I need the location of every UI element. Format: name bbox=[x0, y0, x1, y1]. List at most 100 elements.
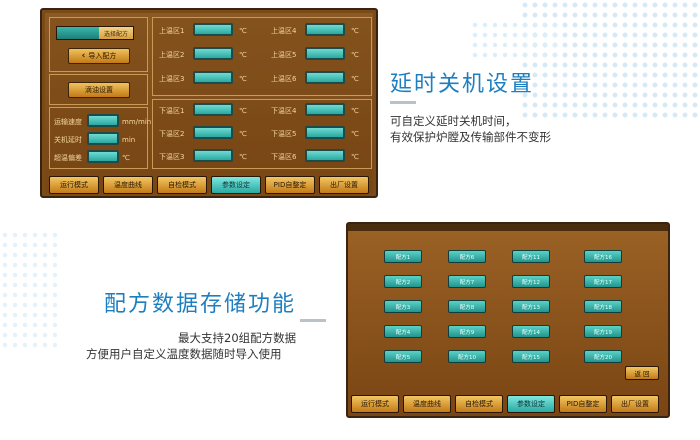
lower-zones-group: 下温区1 ℃ 下温区2 ℃ 下温区3 ℃ 下温区4 ℃ 下温区5 ℃ 下温区6 … bbox=[152, 99, 372, 169]
title-underline bbox=[390, 101, 416, 104]
recipe-button[interactable]: 配方4 bbox=[384, 325, 422, 338]
zone-label: 下温区5 bbox=[271, 130, 297, 138]
nav-temp-curve[interactable]: 温度曲线 bbox=[103, 176, 153, 194]
nav-parameter-settings[interactable]: 参数设定 bbox=[211, 176, 261, 194]
zone-label: 上温区1 bbox=[159, 27, 185, 35]
nav-run-mode[interactable]: 运行模式 bbox=[49, 176, 99, 194]
nav-factory-settings[interactable]: 出厂设置 bbox=[319, 176, 369, 194]
temp-unit: ℃ bbox=[239, 51, 247, 59]
feature1-title: 延时关机设置 bbox=[390, 72, 535, 97]
recipe-button[interactable]: 配方8 bbox=[448, 300, 486, 313]
temp-unit: ℃ bbox=[239, 130, 247, 138]
upper-zone-1-field[interactable] bbox=[193, 23, 233, 36]
temp-unit: ℃ bbox=[351, 107, 359, 115]
nav-pid-autotune[interactable]: PID自整定 bbox=[559, 395, 607, 413]
nav-self-check[interactable]: 自检模式 bbox=[157, 176, 207, 194]
temp-unit: ℃ bbox=[239, 75, 247, 83]
chevron-left-icon: ‹ bbox=[81, 51, 86, 61]
recipe-button[interactable]: 配方15 bbox=[512, 350, 550, 363]
recipe-button[interactable]: 配方11 bbox=[512, 250, 550, 263]
temp-unit: ℃ bbox=[351, 51, 359, 59]
setting-unit: min bbox=[122, 136, 136, 144]
setting-label: 运输速度 bbox=[54, 118, 82, 126]
title-underline bbox=[300, 319, 326, 322]
temp-unit: ℃ bbox=[239, 153, 247, 161]
zone-label: 上温区6 bbox=[271, 75, 297, 83]
lower-zone-6-field[interactable] bbox=[305, 149, 345, 162]
shutdown-delay-field[interactable] bbox=[87, 132, 119, 145]
recipe-button[interactable]: 配方16 bbox=[584, 250, 622, 263]
upper-zone-6-field[interactable] bbox=[305, 71, 345, 84]
drip-settings-button[interactable]: 滴油设置 bbox=[68, 82, 130, 98]
feature1-desc-line2: 有效保护炉膛及传输部件不变形 bbox=[390, 130, 551, 144]
zone-label: 上温区5 bbox=[271, 51, 297, 59]
recipe-button[interactable]: 配方10 bbox=[448, 350, 486, 363]
recipe-button[interactable]: 配方1 bbox=[384, 250, 422, 263]
recipe-button[interactable]: 配方5 bbox=[384, 350, 422, 363]
upper-zone-2-field[interactable] bbox=[193, 47, 233, 60]
recipe-button[interactable]: 配方3 bbox=[384, 300, 422, 313]
temp-unit: ℃ bbox=[239, 27, 247, 35]
zone-label: 上温区3 bbox=[159, 75, 185, 83]
setting-unit: mm/min bbox=[122, 118, 152, 126]
setting-label: 超温偏差 bbox=[54, 154, 82, 162]
feature2-desc-line1: 最大支持20组配方数据 bbox=[178, 331, 297, 345]
back-button[interactable]: 返 回 bbox=[625, 366, 659, 380]
import-recipe-button[interactable]: ‹ 导入配方 bbox=[68, 48, 130, 64]
decorative-dot-pattern-small bbox=[470, 20, 560, 60]
recipe-button[interactable]: 配方17 bbox=[584, 275, 622, 288]
feature2-title: 配方数据存储功能 bbox=[104, 292, 297, 317]
toggle-on-segment bbox=[57, 27, 99, 39]
upper-zone-5-field[interactable] bbox=[305, 47, 345, 60]
recipe-button[interactable]: 配方13 bbox=[512, 300, 550, 313]
import-recipe-label: 导入配方 bbox=[88, 52, 117, 60]
decorative-dot-pattern-left bbox=[0, 230, 60, 350]
lower-zone-4-field[interactable] bbox=[305, 103, 345, 116]
setting-label: 关机延时 bbox=[54, 136, 82, 144]
nav-run-mode[interactable]: 运行模式 bbox=[351, 395, 399, 413]
over-temp-deviation-field[interactable] bbox=[87, 150, 119, 163]
upper-zones-group: 上温区1 ℃ 上温区2 ℃ 上温区3 ℃ 上温区4 ℃ 上温区5 ℃ 上温区6 … bbox=[152, 17, 372, 96]
temp-unit: ℃ bbox=[351, 130, 359, 138]
toggle-label: 选择配方 bbox=[99, 27, 133, 39]
panel-top-bar bbox=[348, 224, 668, 231]
feature2-desc-line2: 方便用户自定义温度数据随时导入使用 bbox=[86, 347, 282, 361]
recipe-button[interactable]: 配方6 bbox=[448, 250, 486, 263]
zone-label: 下温区1 bbox=[159, 107, 185, 115]
upper-zone-3-field[interactable] bbox=[193, 71, 233, 84]
recipe-button[interactable]: 配方7 bbox=[448, 275, 486, 288]
lower-zone-5-field[interactable] bbox=[305, 126, 345, 139]
nav-factory-settings[interactable]: 出厂设置 bbox=[611, 395, 659, 413]
nav-pid-autotune[interactable]: PID自整定 bbox=[265, 176, 315, 194]
lower-zone-3-field[interactable] bbox=[193, 149, 233, 162]
lower-zone-1-field[interactable] bbox=[193, 103, 233, 116]
temp-unit: ℃ bbox=[351, 27, 359, 35]
recipe-button[interactable]: 配方9 bbox=[448, 325, 486, 338]
nav-temp-curve[interactable]: 温度曲线 bbox=[403, 395, 451, 413]
recipe-button[interactable]: 配方14 bbox=[512, 325, 550, 338]
parameter-settings-panel: 选择配方 ‹ 导入配方 滴油设置 运输速度 mm/min 关机延时 min 超温… bbox=[40, 8, 378, 198]
zone-label: 下温区6 bbox=[271, 153, 297, 161]
lower-zone-2-field[interactable] bbox=[193, 126, 233, 139]
zone-label: 下温区3 bbox=[159, 153, 185, 161]
bottom-nav: 运行模式 温度曲线 自检模式 参数设定 PID自整定 出厂设置 bbox=[351, 395, 659, 413]
temp-unit: ℃ bbox=[239, 107, 247, 115]
feature1-desc-line1: 可自定义延时关机时间， bbox=[390, 114, 517, 128]
setting-unit: ℃ bbox=[122, 154, 130, 162]
recipe-button[interactable]: 配方20 bbox=[584, 350, 622, 363]
recipe-button[interactable]: 配方12 bbox=[512, 275, 550, 288]
recipe-button[interactable]: 配方19 bbox=[584, 325, 622, 338]
zone-label: 上温区2 bbox=[159, 51, 185, 59]
upper-zone-4-field[interactable] bbox=[305, 23, 345, 36]
recipe-button[interactable]: 配方18 bbox=[584, 300, 622, 313]
recipe-toggle[interactable]: 选择配方 bbox=[56, 26, 134, 40]
temp-unit: ℃ bbox=[351, 153, 359, 161]
recipe-button[interactable]: 配方2 bbox=[384, 275, 422, 288]
nav-parameter-settings[interactable]: 参数设定 bbox=[507, 395, 555, 413]
settings-group: 运输速度 mm/min 关机延时 min 超温偏差 ℃ bbox=[49, 107, 152, 169]
conveyor-speed-field[interactable] bbox=[87, 114, 119, 127]
zone-label: 下温区2 bbox=[159, 130, 185, 138]
zone-label: 下温区4 bbox=[271, 107, 297, 115]
nav-self-check[interactable]: 自检模式 bbox=[455, 395, 503, 413]
panel-body: 选择配方 ‹ 导入配方 滴油设置 运输速度 mm/min 关机延时 min 超温… bbox=[45, 13, 373, 194]
